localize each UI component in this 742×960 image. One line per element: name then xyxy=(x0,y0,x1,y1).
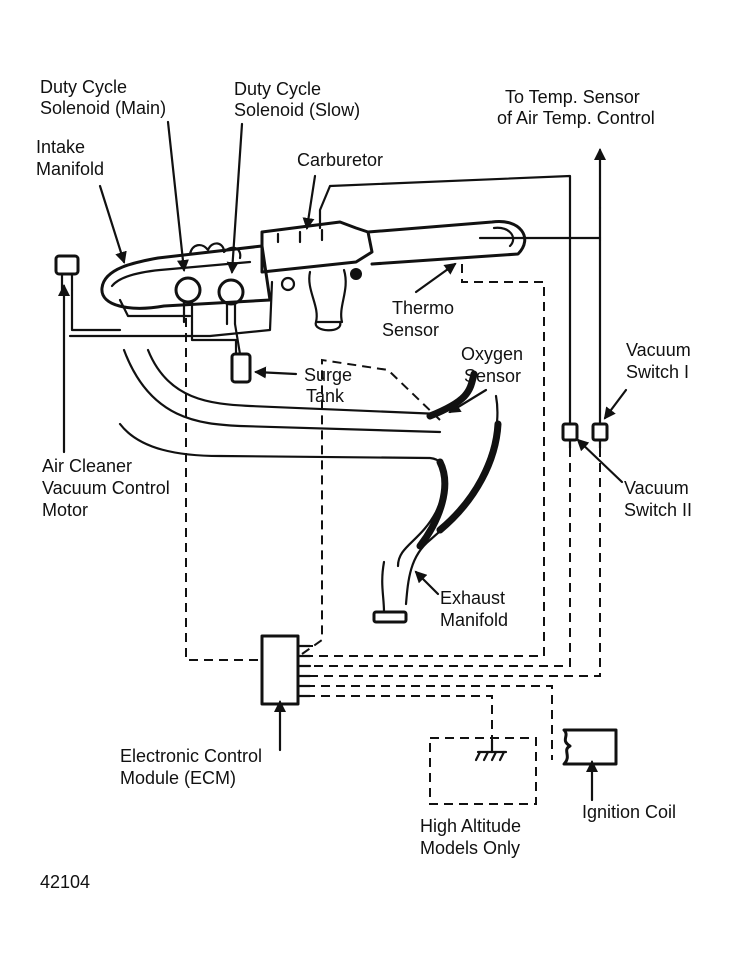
exhaust-manifold-label-line1: Exhaust xyxy=(440,588,505,608)
ecm-label-line1: Electronic Control xyxy=(120,746,262,766)
air-cleaner-label-line2: Vacuum Control xyxy=(42,478,170,498)
air-cleaner-motor xyxy=(54,254,80,292)
carburetor xyxy=(260,220,374,332)
ecm-module xyxy=(260,634,312,706)
exhaust-leader-arrow xyxy=(414,570,440,596)
high-altitude-box xyxy=(429,737,537,805)
duty-cycle-solenoid-slow xyxy=(217,278,245,326)
intake-manifold-label-line2: Manifold xyxy=(36,159,104,179)
air-cleaner-duct xyxy=(366,220,602,266)
intake-leader-arrow xyxy=(98,184,127,264)
vacuum-switch-1-label-line1: Vacuum xyxy=(626,340,691,360)
carburetor-leader-arrow xyxy=(302,174,317,230)
hose-air-cleaner xyxy=(70,288,122,332)
intake-manifold xyxy=(100,242,272,318)
duty-cycle-main-label-line1: Duty Cycle xyxy=(40,77,127,97)
carburetor-fitting xyxy=(350,268,362,280)
ignition-coil-label: Ignition Coil xyxy=(582,802,676,822)
ignition-coil xyxy=(562,728,618,766)
exhaust-manifold-label-line2: Manifold xyxy=(440,610,508,630)
temp-sensor-label-line2: of Air Temp. Control xyxy=(497,108,655,128)
carburetor-label: Carburetor xyxy=(297,150,383,170)
high-altitude-label-line2: Models Only xyxy=(420,838,520,858)
temp-sensor-label-line1: To Temp. Sensor xyxy=(505,87,640,107)
oxygen-leader-arrow xyxy=(448,388,488,414)
hose-carb-to-vacuum-switch-2 xyxy=(318,174,572,426)
surge-leader-arrow xyxy=(254,366,298,379)
duty-cycle-solenoid-main xyxy=(174,276,202,324)
duty-cycle-main-label-line2: Solenoid (Main) xyxy=(40,98,166,118)
figure-number: 42104 xyxy=(40,872,90,892)
thermo-sensor-label-line2: Sensor xyxy=(382,320,439,340)
duty-main-leader-arrow xyxy=(166,120,189,272)
duty-cycle-slow-label-line1: Duty Cycle xyxy=(234,79,321,99)
oxygen-sensor-label-line1: Oxygen xyxy=(461,344,523,364)
air-cleaner-label-line1: Air Cleaner xyxy=(42,456,132,476)
oxygen-sensor-label-line2: Sensor xyxy=(464,366,521,386)
surge-tank xyxy=(230,352,252,384)
vacuum-switch-2-label-line2: Switch II xyxy=(624,500,692,520)
vacuum-switch-1-label-line2: Switch I xyxy=(626,362,689,382)
hose-slow-to-surge xyxy=(233,322,242,356)
thermo-sensor-label-line1: Thermo xyxy=(392,298,454,318)
duty-cycle-slow-label-line2: Solenoid (Slow) xyxy=(234,100,360,120)
high-altitude-label-line1: High Altitude xyxy=(420,816,521,836)
ecm-label-line2: Module (ECM) xyxy=(120,768,236,788)
air-cleaner-label-line3: Motor xyxy=(42,500,88,520)
surge-tank-label-line1: Surge xyxy=(304,365,352,385)
surge-tank-label-line2: Tank xyxy=(306,386,345,406)
exhaust-manifold xyxy=(118,348,502,624)
ecm-terminals xyxy=(296,644,312,698)
vacuum-switch-2-label-line1: Vacuum xyxy=(624,478,689,498)
hose-solenoid-line xyxy=(68,280,274,338)
hose-main-to-surge xyxy=(190,320,238,356)
vacuum-switch-1 xyxy=(591,422,609,450)
vacuum2-leader-arrow xyxy=(576,438,624,484)
thermo-leader-arrow xyxy=(414,262,457,294)
vacuum-switch-2 xyxy=(561,422,579,450)
vacuum1-leader-arrow xyxy=(603,388,628,420)
intake-manifold-label-line1: Intake xyxy=(36,137,85,157)
